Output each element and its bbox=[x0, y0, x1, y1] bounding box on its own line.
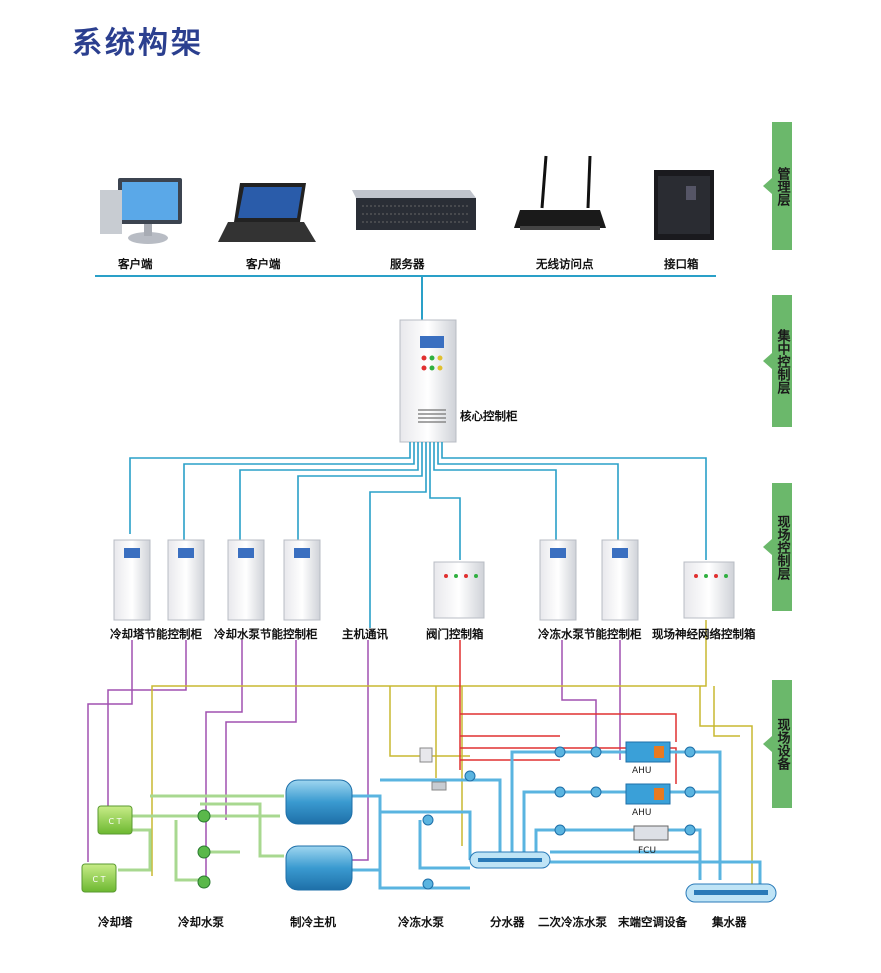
cooling-tower-label: 冷却塔 bbox=[98, 915, 133, 929]
flow-meter-icon bbox=[419, 747, 447, 791]
cooling-tower-cabinet-1 bbox=[113, 539, 151, 621]
chiller-1-icon bbox=[285, 779, 353, 825]
server-rack-icon bbox=[352, 190, 476, 230]
interface-box-icon bbox=[654, 170, 714, 240]
neural-net-box-label: 现场神经网络控制箱 bbox=[652, 627, 756, 641]
chilled-pump-cabinet-2 bbox=[601, 539, 639, 621]
fcu-unit-icon bbox=[633, 825, 669, 841]
chilled-pump-label: 冷冻水泵 bbox=[398, 915, 444, 929]
water-divider-icon bbox=[469, 851, 551, 869]
terminal-ac-label: 末端空调设备 bbox=[618, 915, 687, 929]
chiller-2-icon bbox=[285, 845, 353, 891]
ahu-unit-1-icon bbox=[625, 741, 671, 763]
layer-tab-field-control: 现场控制层 bbox=[763, 483, 792, 611]
cooling-tower-cabinet-2 bbox=[167, 539, 205, 621]
valve-box-label: 阀门控制箱 bbox=[426, 627, 484, 641]
server-label: 服务器 bbox=[390, 257, 425, 271]
wireless-ap-label: 无线访问点 bbox=[536, 257, 594, 271]
cooling-pump-cabinet-1 bbox=[227, 539, 265, 621]
cooling-tower-1-icon: C T bbox=[97, 805, 133, 835]
ct-tag-1: C T bbox=[108, 817, 121, 826]
wireless-router-icon bbox=[514, 155, 606, 230]
valve-control-box bbox=[433, 561, 485, 619]
chiller-comm-label: 主机通讯 bbox=[342, 627, 388, 641]
fcu-tag: FCU bbox=[638, 846, 657, 856]
core-control-cabinet bbox=[399, 319, 457, 443]
client-label-2: 客户端 bbox=[246, 257, 281, 271]
layer-tab-field-devices: 现场设备 bbox=[763, 680, 792, 808]
water-collector-icon bbox=[685, 883, 777, 903]
layer-tab-management: 管理层 bbox=[763, 122, 792, 250]
cooling-water-pipes bbox=[118, 794, 284, 882]
core-cabinet-label: 核心控制柜 bbox=[460, 409, 518, 423]
cooling-tower-2-icon: C T bbox=[81, 863, 117, 893]
yellow-control-wires bbox=[151, 620, 753, 884]
ahu-unit-2-icon bbox=[625, 783, 671, 805]
water-collector-label: 集水器 bbox=[712, 915, 747, 929]
ct-tag-2: C T bbox=[92, 875, 105, 884]
desktop-computer-icon bbox=[100, 178, 182, 244]
cooling-pump-label: 冷却水泵 bbox=[178, 915, 224, 929]
chilled-pump-cabinet-1 bbox=[539, 539, 577, 621]
field-network-lines bbox=[129, 442, 707, 628]
layer-tab-central-control: 集中控制层 bbox=[763, 295, 792, 427]
chilled-pump-icons bbox=[422, 746, 696, 890]
cooling-pump-cabinet-label: 冷却水泵节能控制柜 bbox=[214, 627, 318, 641]
laptop-computer-icon bbox=[218, 183, 316, 242]
cooling-pump-icons bbox=[197, 809, 211, 889]
neural-network-control-box bbox=[683, 561, 735, 619]
chiller-label: 制冷主机 bbox=[290, 915, 336, 929]
chilled-water-pipes bbox=[352, 750, 762, 892]
secondary-pump-label: 二次冷冻水泵 bbox=[538, 915, 607, 929]
ahu-tag-2: AHU bbox=[632, 808, 652, 818]
chilled-pump-cabinet-label: 冷冻水泵节能控制柜 bbox=[538, 627, 642, 641]
interface-box-label: 接口箱 bbox=[664, 257, 699, 271]
purple-control-wires bbox=[87, 640, 621, 884]
page-title: 系统构架 bbox=[72, 26, 204, 61]
client-label-1: 客户端 bbox=[118, 257, 153, 271]
ahu-tag-1: AHU bbox=[632, 766, 652, 776]
cooling-pump-cabinet-2 bbox=[283, 539, 321, 621]
water-divider-label: 分水器 bbox=[490, 915, 525, 929]
red-control-wires bbox=[459, 640, 677, 784]
cooling-tower-cabinet-label: 冷却塔节能控制柜 bbox=[110, 627, 202, 641]
